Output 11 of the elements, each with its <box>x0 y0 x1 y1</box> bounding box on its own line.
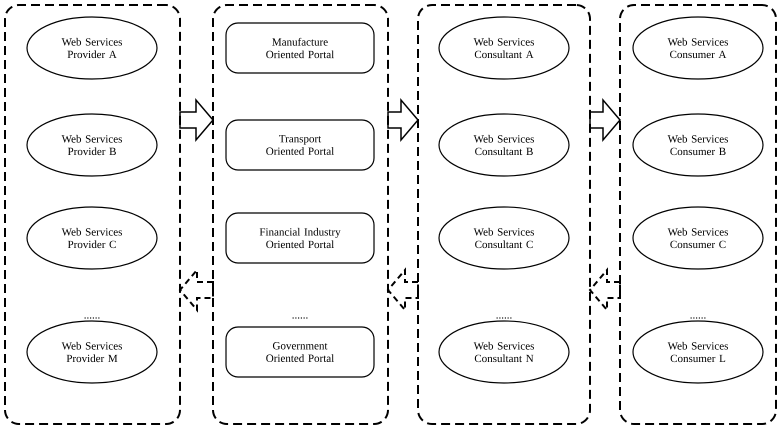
portal-box: Financial Industry Oriented Portal <box>225 212 375 264</box>
dashed-group-box <box>417 4 591 425</box>
block-arrow <box>179 98 214 142</box>
portal-box: Manufacture Oriented Portal <box>225 22 375 74</box>
dashed-group-box <box>619 4 777 425</box>
portal-box: Government Oriented Portal <box>225 326 375 378</box>
block-arrow <box>387 98 419 142</box>
portal-box: Transport Oriented Portal <box>225 119 375 171</box>
block-arrow <box>589 98 621 142</box>
dashed-group-box <box>212 4 389 425</box>
dashed-group-box <box>4 4 181 425</box>
